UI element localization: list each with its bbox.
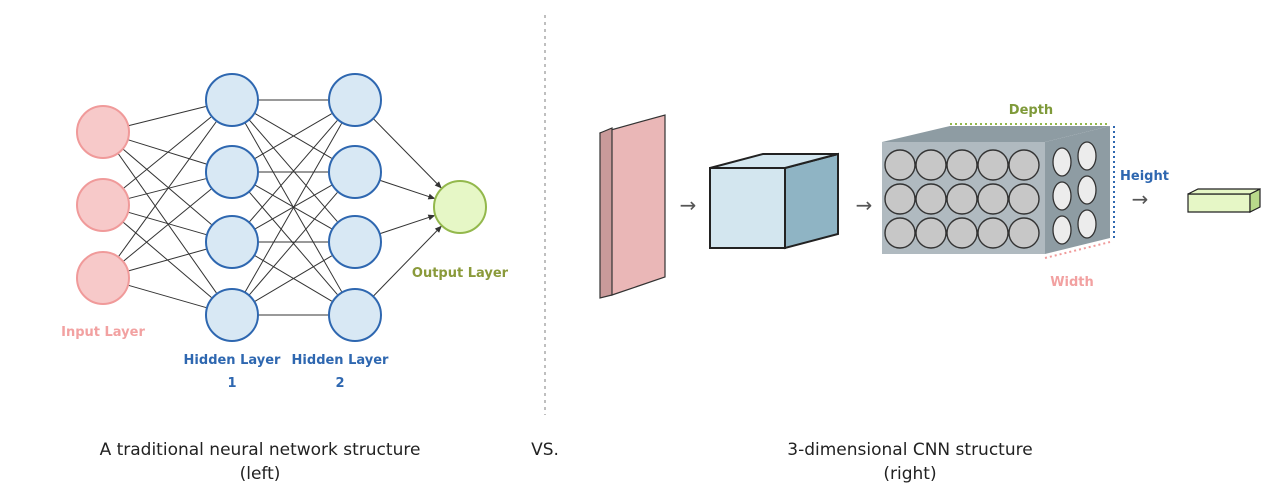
- hidden-1-node: [205, 145, 259, 199]
- vs-label: VS.: [531, 440, 559, 460]
- right-caption-line-1: 3-dimensional CNN structure: [787, 440, 1032, 460]
- connection-edge: [122, 188, 212, 262]
- arrow-2: →: [856, 193, 873, 217]
- connection-edge: [117, 121, 217, 258]
- feature-volume-circles: [884, 141, 1097, 249]
- hidden-1-node: [205, 73, 259, 127]
- input-slab-front: [599, 127, 613, 299]
- connection-edge: [128, 106, 206, 127]
- connection-edge: [127, 211, 207, 236]
- feature-volume: [882, 126, 1110, 254]
- hidden-2-node: [328, 288, 382, 342]
- left-caption-line-1: A traditional neural network structure: [100, 440, 421, 460]
- connection-arrowhead: [434, 225, 442, 233]
- feature-map-circle: [884, 149, 916, 181]
- left-caption-line-2: (left): [240, 464, 281, 484]
- feature-map-circle: [884, 183, 916, 215]
- output-block-top: [1187, 188, 1261, 195]
- cnn-diagram: → → Depth Height Width →: [599, 103, 1261, 299]
- output-block-front: [1187, 193, 1251, 213]
- feature-map-circle: [1008, 183, 1040, 215]
- connection-edge: [248, 192, 338, 296]
- connection-edge: [122, 116, 212, 189]
- feature-map-circle: [915, 217, 947, 249]
- connection-edge: [127, 139, 207, 165]
- feature-map-circle: [884, 217, 916, 249]
- feature-map-circle: [977, 183, 1009, 215]
- hidden-layer-2-number: 2: [335, 376, 344, 391]
- connection-arrowhead: [427, 214, 436, 221]
- conv-cube-top: [709, 153, 839, 169]
- feature-map-circle: [977, 217, 1009, 249]
- input-node: [76, 105, 130, 159]
- feature-map-circle: [946, 217, 978, 249]
- output-block: [1187, 188, 1261, 213]
- connection-edge: [122, 148, 212, 225]
- feature-map-side-circle: [1077, 141, 1097, 171]
- hidden-1-node: [205, 288, 259, 342]
- width-label: Width: [1050, 275, 1094, 290]
- hidden-1-node: [205, 215, 259, 269]
- connection-edge: [379, 215, 435, 235]
- feature-map-side-circle: [1052, 215, 1072, 245]
- conv-cube: [709, 152, 839, 250]
- input-node: [76, 251, 130, 305]
- network-nodes: [76, 73, 487, 342]
- connection-edge: [379, 179, 435, 199]
- connection-edge: [254, 255, 333, 303]
- feature-map-circle: [946, 149, 978, 181]
- feature-map-circle: [977, 149, 1009, 181]
- arrow-3: →: [1132, 187, 1149, 211]
- feature-map-circle: [915, 183, 947, 215]
- connection-edge: [248, 120, 338, 223]
- feature-map-circle: [915, 149, 947, 181]
- input-node: [76, 178, 130, 232]
- output-layer-label: Output Layer: [412, 266, 509, 281]
- feature-map-side-circle: [1052, 181, 1072, 211]
- depth-label: Depth: [1009, 103, 1053, 118]
- feature-map-side-circle: [1052, 147, 1072, 177]
- hidden-layer-2-label: Hidden Layer: [292, 353, 389, 368]
- feature-map-circle: [946, 183, 978, 215]
- feature-map-circle: [1008, 217, 1040, 249]
- connection-edge: [372, 226, 442, 297]
- conv-cube-front: [709, 167, 786, 249]
- feature-map-side-circle: [1077, 175, 1097, 205]
- conv-cube-side: [784, 152, 839, 250]
- input-layer-label: Input Layer: [61, 325, 145, 340]
- hidden-2-node: [328, 73, 382, 127]
- connection-edge: [127, 248, 207, 272]
- arrow-1: →: [680, 193, 697, 217]
- connection-edge: [128, 178, 206, 200]
- connection-arrowhead: [434, 181, 442, 189]
- feature-volume-top: [882, 126, 1110, 142]
- hidden-2-node: [328, 145, 382, 199]
- network-connections: [117, 99, 442, 316]
- connection-edge: [244, 123, 343, 293]
- output-node: [433, 180, 487, 234]
- input-slab: [599, 114, 666, 299]
- feature-map-circle: [1008, 149, 1040, 181]
- connection-edge: [254, 184, 332, 230]
- hidden-2-node: [328, 215, 382, 269]
- width-guide-line: [1044, 241, 1111, 259]
- neural-network-diagram: Input Layer Hidden Layer 1 Hidden Layer …: [61, 73, 509, 391]
- right-caption-line-2: (right): [883, 464, 936, 484]
- connection-edge: [372, 118, 442, 189]
- hidden-layer-1-number: 1: [227, 376, 236, 391]
- connection-arrowhead: [427, 193, 436, 200]
- hidden-layer-1-label: Hidden Layer: [184, 353, 281, 368]
- connection-edge: [127, 284, 207, 309]
- height-label: Height: [1120, 169, 1169, 184]
- feature-map-side-circle: [1077, 209, 1097, 239]
- connection-edge: [254, 113, 332, 160]
